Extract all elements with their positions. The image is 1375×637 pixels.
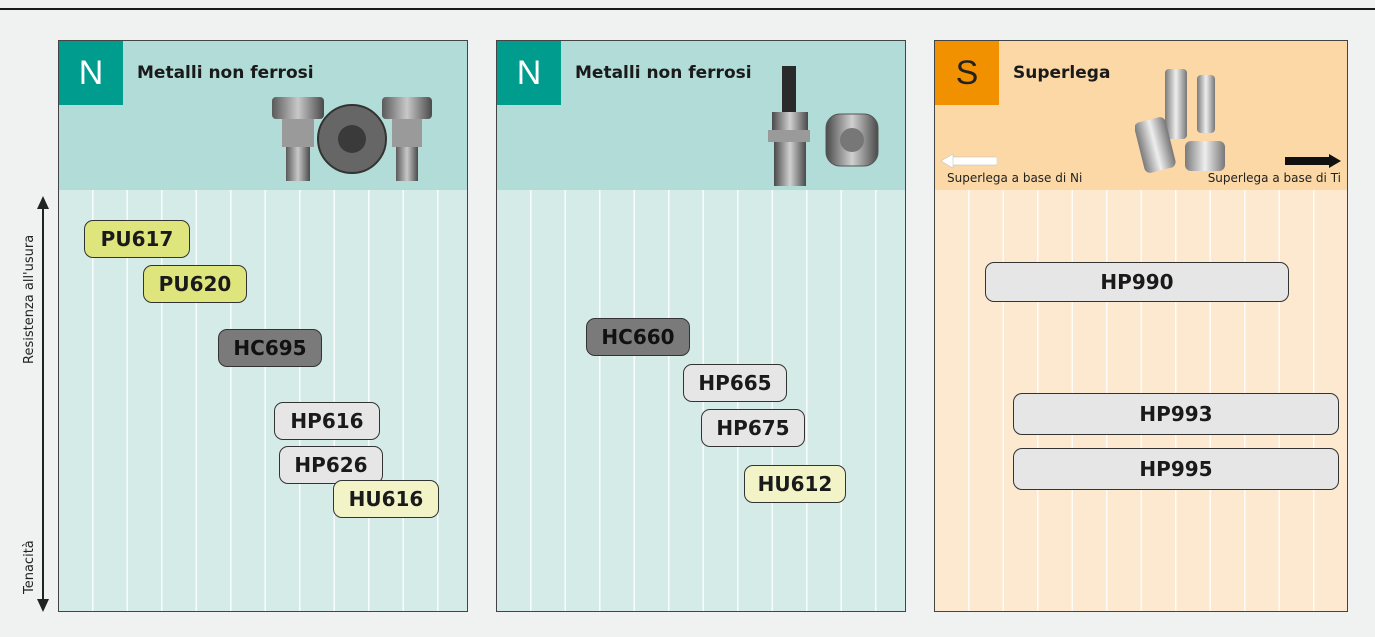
material-badge-n: N (59, 41, 123, 105)
grade-hp993: HP993 (1013, 393, 1339, 435)
grade-hp995: HP995 (1013, 448, 1339, 490)
milling-cutters-icon (272, 97, 432, 181)
panel-title: Superlega (1013, 63, 1111, 83)
panel-grid: HC660 HP665 HP675 HU612 (497, 190, 905, 611)
grade-hp626: HP626 (279, 446, 383, 484)
panel-nonferrous-2: N Metalli non ferrosi HC660 HP665 HP675 … (496, 40, 906, 612)
panel-grid: HP990 HP993 HP995 (935, 190, 1347, 611)
material-badge-n: N (497, 41, 561, 105)
grade-hp990: HP990 (985, 262, 1289, 302)
panel-header: S Superlega Superlega a base di Ni Super… (935, 41, 1347, 190)
end-mill-holder-icon (768, 66, 879, 186)
material-badge-s: S (935, 41, 999, 105)
panel-superalloy: S Superlega Superlega a base di Ni Super… (934, 40, 1348, 612)
axis-line (42, 208, 44, 600)
grade-hu616: HU616 (333, 480, 439, 518)
grade-hp665: HP665 (683, 364, 787, 402)
note-ni-superalloy: Superlega a base di Ni (947, 171, 1083, 185)
grade-hp616: HP616 (274, 402, 380, 440)
panel-header: N Metalli non ferrosi (59, 41, 467, 190)
grade-pu620: PU620 (143, 265, 247, 303)
axis-label-wear-resistance: Resistenza all'usura (22, 234, 37, 364)
milling-tools-icon (1135, 69, 1225, 173)
panel-title: Metalli non ferrosi (137, 63, 314, 83)
top-rule (0, 8, 1375, 10)
grade-hp675: HP675 (701, 409, 805, 447)
panel-title: Metalli non ferrosi (575, 63, 752, 83)
panel-grid: PU617 PU620 HC695 HP616 HP626 HU616 (59, 190, 467, 611)
axis-down-arrow-icon (37, 599, 49, 612)
axis-label-toughness: Tenacità (22, 540, 37, 594)
axis-up-arrow-icon (37, 196, 49, 209)
grade-hc695: HC695 (218, 329, 322, 367)
arrow-right-icon (1285, 154, 1341, 168)
note-ti-superalloy: Superlega a base di Ti (1207, 171, 1341, 185)
panel-header: N Metalli non ferrosi (497, 41, 905, 190)
panel-nonferrous-1: N Metalli non ferrosi PU617 PU620 HC695 … (58, 40, 468, 612)
grade-pu617: PU617 (84, 220, 190, 258)
arrow-left-icon (941, 154, 997, 168)
grade-hu612: HU612 (744, 465, 846, 503)
wear-toughness-axis: Resistenza all'usura Tenacità (8, 196, 58, 612)
grade-hc660: HC660 (586, 318, 690, 356)
